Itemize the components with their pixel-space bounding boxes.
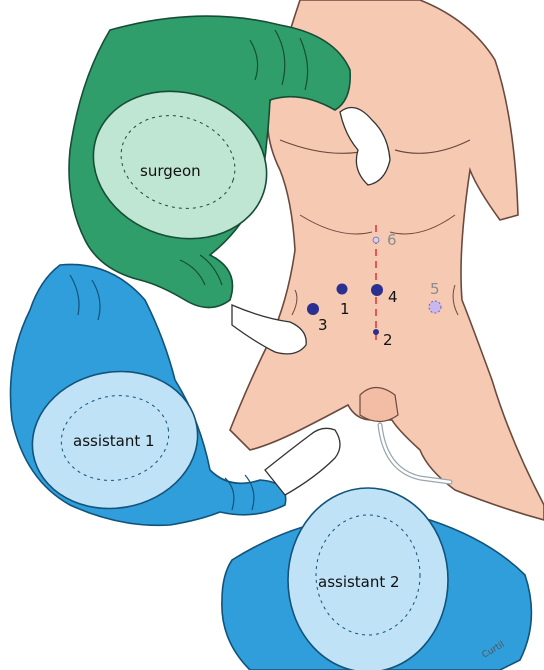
port-1-label: 1 bbox=[340, 300, 350, 318]
port-4-label: 4 bbox=[388, 288, 398, 306]
port-3-label: 3 bbox=[318, 316, 328, 334]
patient-groin bbox=[360, 388, 398, 422]
port-4-marker bbox=[371, 284, 383, 296]
port-5-marker bbox=[429, 301, 441, 313]
surgeon-label: surgeon bbox=[140, 162, 201, 180]
port-2-marker bbox=[373, 329, 379, 335]
port-1-marker bbox=[337, 284, 348, 295]
port-2-label: 2 bbox=[383, 331, 393, 349]
port-3-marker bbox=[307, 303, 319, 315]
port-5-label: 5 bbox=[430, 280, 440, 298]
assistant-2-figure: assistant 2 bbox=[222, 488, 532, 670]
port-6-marker bbox=[373, 237, 379, 243]
port-6-label: 6 bbox=[387, 231, 397, 249]
assistant-1-label: assistant 1 bbox=[73, 432, 155, 450]
assistant-2-label: assistant 2 bbox=[318, 573, 400, 591]
